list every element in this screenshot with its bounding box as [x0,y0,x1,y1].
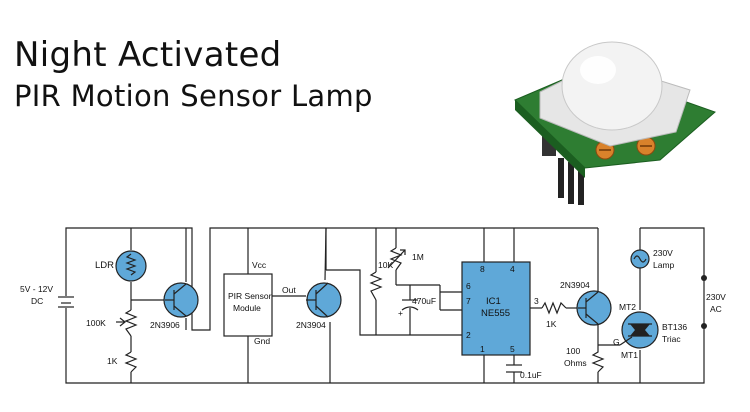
q3-label: 2N3904 [560,280,590,290]
pot-1m-label: 1M [412,252,424,262]
capacitor-470uf-label: 470uF [412,296,436,306]
wires [65,227,705,384]
q2-label: 2N3904 [296,320,326,330]
resistor-100-ohm [591,345,605,373]
pir-module-box [223,273,273,337]
svg-text:+: + [398,308,403,318]
pin-3-label: 3 [534,296,539,306]
mt1-label: MT1 [621,350,638,360]
pin-5-label: 5 [510,344,515,354]
triac-line1: BT136 [662,322,687,332]
triac-line2: Triac [662,334,681,344]
pot-100k-symbol [116,309,138,337]
pin-1-label: 1 [480,344,485,354]
pin-4-label: 4 [510,264,515,274]
resistor-1k-right [541,301,567,315]
vcc-label: Vcc [252,260,267,270]
supply-voltage-label: 5V - 12V [20,284,53,294]
ic-name-label: IC1 [486,296,501,307]
resistor-10k-label: 10K [378,260,393,270]
pir-box-line2: Module [233,303,261,313]
ic-part-label: NE555 [481,308,510,319]
ac-line2: AC [710,304,722,314]
transistor-q3 [576,290,612,326]
ldr-symbol [115,250,147,282]
out-label: Out [282,285,296,295]
g-label: G [613,337,620,347]
pir-module-photo [514,41,716,205]
pin-6-label: 6 [466,281,471,291]
mt2-label: MT2 [619,302,636,312]
page-title: Night Activated PIR Motion Sensor Lamp [14,34,373,116]
title-line-1: Night Activated [14,35,282,75]
supply-dc-label: DC [31,296,43,306]
ac-source-symbol [701,275,707,329]
resistor-ohms-label: Ohms [564,358,587,368]
pin-2-label: 2 [466,330,471,340]
pin-7-label: 7 [466,296,471,306]
pir-box-line1: PIR Sensor [228,291,272,301]
transistor-q2 [306,282,342,318]
resistor-1k-left [124,351,138,373]
q1-label: 2N3906 [150,320,180,330]
lamp-line1: 230V [653,248,673,258]
capacitor-0-1uf-label: 0.1uF [520,370,542,380]
gnd-label: Gnd [254,336,270,346]
resistor-1k-right-label: 1K [546,319,557,329]
pin-8-label: 8 [480,264,485,274]
transistor-q1 [163,282,199,318]
battery-symbol [58,296,74,308]
capacitor-470uf: + [398,299,419,318]
resistor-1k-left-label: 1K [107,356,118,366]
lamp-line2: Lamp [653,260,675,270]
ic1-ne555 [461,261,531,356]
ac-line1: 230V [706,292,726,302]
pot-1m-symbol [387,247,406,271]
ldr-label: LDR [95,260,114,271]
capacitor-0-1uf [506,364,522,373]
triac-symbol [619,311,659,349]
resistor-10k [369,271,383,301]
pot-100k-label: 100K [86,318,106,328]
title-line-2: PIR Motion Sensor Lamp [14,79,373,113]
resistor-100-label: 100 [566,346,580,356]
lamp-symbol [630,249,650,269]
